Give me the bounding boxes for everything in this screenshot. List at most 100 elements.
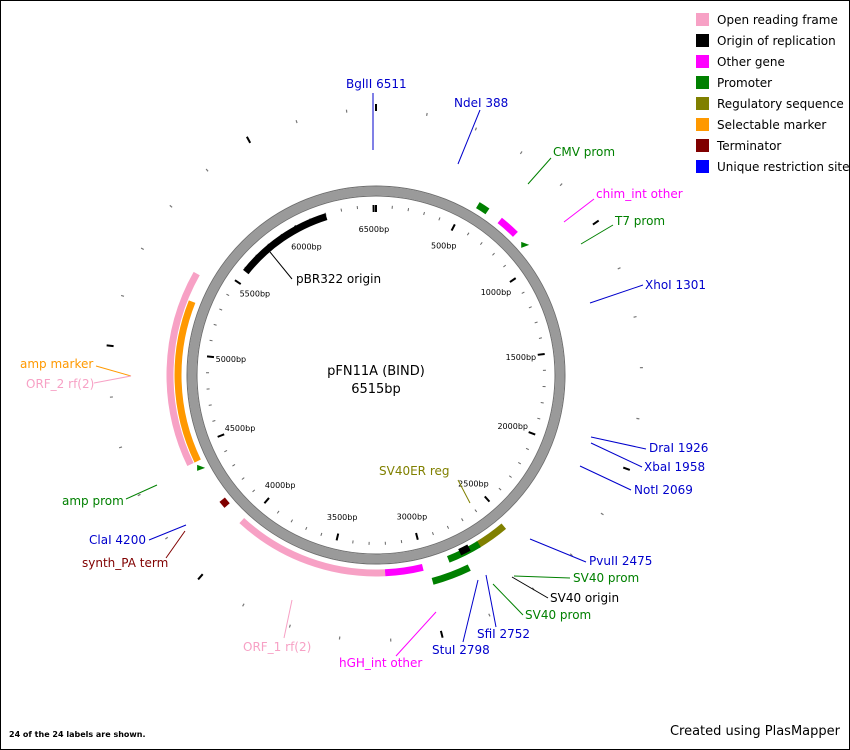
outer-tick	[488, 613, 491, 617]
callout-leader	[589, 284, 644, 304]
tick-label: 2000bp	[497, 422, 528, 431]
inner-tick	[521, 291, 525, 294]
inner-tick	[217, 433, 225, 438]
outer-tick	[197, 573, 204, 581]
legend-item: Open reading frame	[696, 9, 850, 30]
tick-label: 2500bp	[458, 480, 489, 489]
inner-tick	[241, 477, 245, 480]
outer-tick	[569, 553, 573, 557]
callout-label: ORF_2 rf(2)	[26, 377, 94, 391]
legend-swatch	[696, 118, 709, 131]
callout-leader	[125, 484, 158, 500]
tick-label: 4500bp	[225, 424, 256, 433]
callout-label: NdeI 388	[454, 96, 508, 110]
legend-label: Promoter	[717, 75, 773, 90]
inner-tick	[461, 518, 464, 522]
inner-tick	[335, 533, 340, 541]
legend-swatch	[696, 55, 709, 68]
callout-leader	[283, 599, 293, 639]
callout-label: amp prom	[62, 494, 124, 508]
callout-leader	[457, 479, 471, 504]
outer-tick	[245, 136, 252, 144]
plasmid-backbone-inner-edge	[196, 195, 556, 555]
callout-leader	[462, 579, 479, 643]
inner-tick	[537, 352, 545, 356]
inner-tick	[407, 208, 410, 212]
outer-tick	[118, 446, 123, 449]
plasmid-backbone	[187, 186, 565, 564]
plasmid-backbone-outer-edge	[186, 185, 566, 565]
inner-tick	[324, 212, 327, 216]
outer-tick	[474, 127, 478, 131]
callout-leader	[590, 442, 643, 468]
callout-label: hGH_int other	[339, 656, 422, 670]
inner-tick	[498, 487, 502, 491]
inner-tick	[492, 252, 495, 256]
tick-label: 4000bp	[265, 481, 296, 490]
callout-label: SV40 prom	[573, 571, 639, 585]
feature-arc	[166, 271, 200, 467]
inner-tick	[213, 323, 217, 326]
callout-label: DraI 1926	[649, 441, 708, 455]
tick-label: 1000bp	[481, 288, 512, 297]
inner-tick	[525, 447, 529, 451]
callout-leader	[395, 611, 437, 657]
inner-tick	[290, 519, 293, 523]
tick-label: 3000bp	[397, 513, 428, 522]
outer-tick	[633, 315, 637, 318]
inner-tick	[415, 532, 419, 541]
callout-label: BglII 6511	[346, 77, 407, 91]
feature-arc	[384, 563, 424, 577]
callout-leader	[579, 465, 632, 491]
callout-label: synth_PA term	[82, 556, 168, 570]
feature-arc	[431, 564, 471, 585]
inner-tick	[534, 321, 538, 324]
inner-tick	[263, 497, 270, 504]
inner-tick	[320, 532, 323, 536]
legend-label: Open reading frame	[717, 12, 838, 27]
outer-tick	[439, 630, 444, 638]
inner-tick	[232, 464, 236, 467]
inner-tick	[446, 525, 450, 529]
feature-arc	[458, 544, 471, 556]
tick-label: 5500bp	[240, 290, 271, 299]
outer-tick	[295, 120, 298, 124]
callout-leader	[511, 576, 549, 599]
credit-text: Created using PlasMapper	[669, 724, 840, 739]
tick-label: 6500bp	[359, 225, 390, 234]
legend-item: Origin of replication	[696, 30, 850, 51]
plasmid-size: 6515bp	[351, 382, 401, 397]
inner-tick	[479, 241, 483, 245]
callout-leader	[529, 538, 587, 563]
legend-swatch	[696, 160, 709, 173]
legend-label: Terminator	[717, 138, 782, 153]
callout-label: ClaI 4200	[89, 533, 146, 547]
callout-label: XhoI 1301	[645, 278, 706, 292]
feature-arc	[475, 202, 490, 215]
callout-leader	[527, 157, 552, 185]
feature-arc	[239, 517, 386, 577]
legend-swatch	[696, 76, 709, 89]
inner-tick	[484, 495, 491, 503]
inner-tick	[219, 308, 223, 311]
outer-tick-marks	[106, 104, 643, 642]
callout-label: XbaI 1958	[644, 460, 705, 474]
plasmid-name: pFN11A (BIND)	[327, 364, 425, 379]
legend-item: Selectable marker	[696, 114, 850, 135]
callout-label: PvuII 2475	[589, 554, 652, 568]
tick-label: 6000bp	[291, 243, 322, 252]
callout-leader	[93, 375, 132, 384]
inner-tick	[518, 461, 522, 465]
callout-label: SV40ER reg	[379, 464, 450, 478]
callout-leader	[148, 524, 187, 541]
legend-label: Regulatory sequence	[717, 96, 844, 111]
callout-label: CMV prom	[553, 145, 615, 159]
callout-label: pBR322 origin	[296, 272, 381, 286]
legend-item: Regulatory sequence	[696, 93, 850, 114]
outer-tick	[559, 183, 563, 187]
inner-tick	[208, 404, 212, 406]
inner-tick	[466, 232, 470, 236]
inner-tick	[212, 420, 216, 422]
